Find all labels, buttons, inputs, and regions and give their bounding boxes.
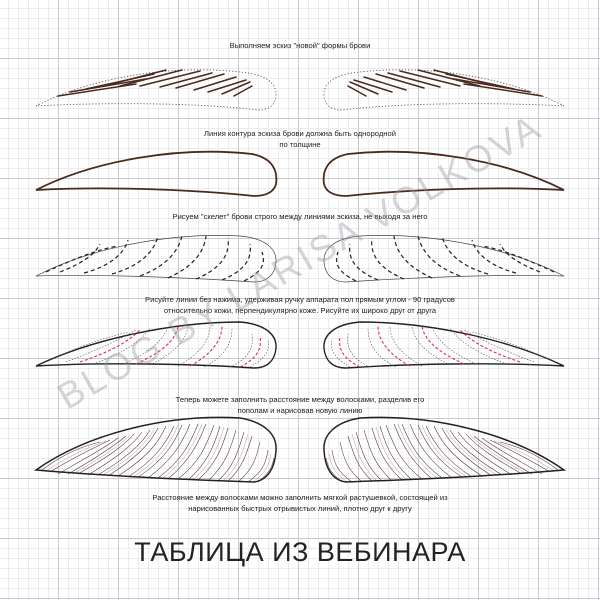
step-4-red-guide-hairs [79, 325, 262, 368]
step-6-caption: Расстояние между волосками можно заполни… [0, 492, 600, 514]
step-5-caption: Теперь можете заполнить расстояние между… [0, 394, 600, 416]
step-1-caption-line-1: Выполняем эскиз "новой" формы брови [229, 41, 371, 50]
step-6-caption-line-2: нарисованных быстрых отрывистых линий, п… [188, 504, 412, 513]
step-5-dense-hairs [41, 423, 275, 483]
step-5-outline [33, 416, 277, 483]
step-2-solid-outline [35, 150, 278, 197]
step-6-caption-line-1: Расстояние между волосками можно заполни… [152, 493, 448, 502]
step-5-filled-brows [33, 416, 565, 483]
step-4-caption-line-2: относительно кожи, перпендикулярно коже.… [163, 306, 437, 315]
step-4-caption: Рисуйте линии без нажима, удерживая ручк… [0, 294, 600, 316]
step-3-caption-line-1: Рисуем "скелет" брови строго между линия… [172, 212, 428, 221]
step-3-skeleton-brows [35, 234, 565, 283]
step-2-caption-line-1: Линия контура эскиза брови должна быть о… [204, 129, 396, 138]
step-2-outline-brows [35, 150, 565, 197]
step-3-caption: Рисуем "скелет" брови строго между линия… [0, 211, 600, 222]
page-title: ТАБЛИЦА ИЗ ВЕБИНАРА [134, 537, 466, 567]
step-4-hair-line-brows [35, 321, 565, 369]
step-2-caption-line-2: по толщине [279, 140, 321, 149]
step-5-caption-line-1: Теперь можете заполнить расстояние между… [175, 395, 425, 404]
step-3-skeleton-lines [45, 235, 265, 282]
step-2-caption: Линия контура эскиза брови должна быть о… [0, 128, 600, 150]
step-1-caption: Выполняем эскиз "новой" формы брови [0, 40, 600, 51]
step-1-dotted-outline [35, 69, 277, 111]
step-3-thin-outline [35, 235, 277, 283]
step-1-sketch-brows [35, 69, 565, 111]
step-4-caption-line-1: Рисуйте линии без нажима, удерживая ручк… [145, 295, 455, 304]
step-4-outline [35, 321, 277, 369]
step-5-caption-line-2: пополам и нарисовав новую линию [237, 406, 363, 415]
step-1-sketch-strokes [57, 69, 253, 97]
step-4-fine-hairs [49, 325, 269, 368]
step-5-pink-hairs [45, 423, 272, 483]
